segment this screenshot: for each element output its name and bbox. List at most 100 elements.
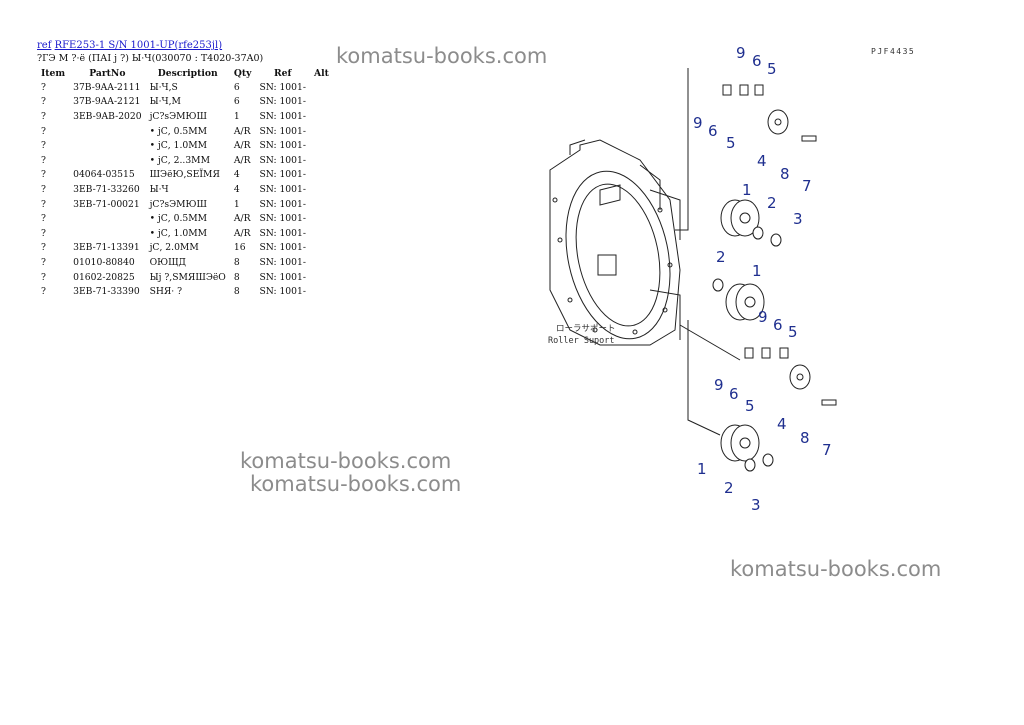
cell-item: ? xyxy=(41,242,46,254)
cell-partno xyxy=(69,138,145,153)
cell-item: ? xyxy=(41,125,46,137)
cell-alt xyxy=(310,138,333,153)
watermark: komatsu-books.com xyxy=(240,449,452,473)
header-links: ref RFE253-1 S/N 1001-UP(rfe253jl) xyxy=(37,40,222,52)
watermark: komatsu-books.com xyxy=(336,44,548,68)
cell-ref: SN: 1001- xyxy=(259,271,306,283)
callout-number: 9 xyxy=(736,44,746,62)
callout-number: 7 xyxy=(822,441,832,459)
cell-ref: SN: 1001- xyxy=(259,286,306,298)
table-row: ? 04064-03515 ШЭёЮ,SЕЇМЯ 4 SN: 1001- xyxy=(37,168,333,183)
page-subtitle: ?ГЭ М ?·ё (ПАІ ј ?) Ы·Ч(030070 : T4020-3… xyxy=(37,53,264,64)
callout-number: 9 xyxy=(714,376,724,394)
cell-ref: SN: 1001- xyxy=(259,256,306,268)
cell-partno: 01602-20825 xyxy=(73,271,135,283)
cell-partno: 04064-03515 xyxy=(73,169,135,181)
cell-description: Ы·Ч,M xyxy=(149,96,181,108)
cell-description: • јС, 0.5MM xyxy=(149,125,208,137)
cell-description: ОЮЩД xyxy=(149,256,187,268)
cell-qty: A/R xyxy=(233,125,251,137)
callout-number: 3 xyxy=(793,210,803,228)
cell-partno xyxy=(69,211,145,226)
callout-number: 4 xyxy=(757,152,767,170)
ref-link[interactable]: ref xyxy=(37,40,52,51)
watermark: komatsu-books.com xyxy=(730,557,942,581)
label-en: Roller Suport xyxy=(548,336,615,346)
diagram-code: PJF4435 xyxy=(871,47,916,56)
cell-qty: A/R xyxy=(233,140,251,152)
cell-ref: SN: 1001- xyxy=(259,227,306,239)
callout-number: 5 xyxy=(767,60,777,78)
cell-partno: 3EB-71-13391 xyxy=(73,242,140,254)
cell-qty: 6 xyxy=(233,96,240,108)
cell-alt xyxy=(310,109,333,124)
cell-qty: 4 xyxy=(233,183,240,195)
cell-ref: SN: 1001- xyxy=(259,213,306,225)
cell-item: ? xyxy=(41,198,46,210)
cell-partno xyxy=(69,153,145,168)
cell-ref: SN: 1001- xyxy=(259,198,306,210)
cell-partno: 3EB-71-33390 xyxy=(73,286,140,298)
cell-item: ? xyxy=(41,213,46,225)
cell-partno: 37B-9AA-2121 xyxy=(73,96,141,108)
cell-qty: 4 xyxy=(233,169,240,181)
label-jp: ローラサポート xyxy=(556,324,616,334)
cell-partno xyxy=(69,124,145,139)
cell-ref: SN: 1001- xyxy=(259,169,306,181)
cell-qty: 1 xyxy=(233,198,240,210)
cell-item: ? xyxy=(41,169,46,181)
cell-qty: A/R xyxy=(233,213,251,225)
cell-description: ШЭёЮ,SЕЇМЯ xyxy=(149,169,220,181)
cell-item: ? xyxy=(41,271,46,283)
cell-alt xyxy=(310,226,333,241)
cell-description: • јС, 2..3MM xyxy=(149,154,210,166)
cell-ref: SN: 1001- xyxy=(259,154,306,166)
cell-qty: 1 xyxy=(233,110,240,122)
cell-ref: SN: 1001- xyxy=(259,140,306,152)
cell-partno: 01010-80840 xyxy=(73,256,135,268)
upper-roller-assembly xyxy=(720,84,817,247)
cell-alt xyxy=(310,124,333,139)
cell-description: Ы·Ч,S xyxy=(149,81,178,93)
watermark: komatsu-books.com xyxy=(250,472,462,496)
cell-description: јС, 2.0MM xyxy=(149,242,199,254)
cell-alt xyxy=(310,241,333,256)
callout-number: 8 xyxy=(780,165,790,183)
callout-number: 7 xyxy=(802,177,812,195)
table-header-row: Item PartNo Description Qty Ref Alt xyxy=(37,66,333,80)
cell-qty: A/R xyxy=(233,154,251,166)
cell-ref: SN: 1001- xyxy=(259,110,306,122)
col-description: Description xyxy=(157,67,218,79)
cell-description: Ыј ?,SМЯШЭёО xyxy=(149,271,226,283)
callout-number: 2 xyxy=(767,194,777,212)
cell-alt xyxy=(310,182,333,197)
cell-qty: A/R xyxy=(233,227,251,239)
callout-number: 5 xyxy=(788,323,798,341)
parts-table: Item PartNo Description Qty Ref Alt ? 37B… xyxy=(37,66,333,299)
callout-number: 2 xyxy=(716,248,726,266)
callout-number: 8 xyxy=(800,429,810,447)
model-link[interactable]: RFE253-1 S/N 1001-UP(rfe253jl) xyxy=(54,40,223,51)
callout-number: 5 xyxy=(726,134,736,152)
cell-item: ? xyxy=(41,286,46,298)
cell-alt xyxy=(310,80,333,95)
col-ref: Ref xyxy=(273,67,292,79)
cell-qty: 16 xyxy=(233,242,246,254)
cell-alt xyxy=(310,284,333,299)
callout-number: 2 xyxy=(724,479,734,497)
callout-number: 1 xyxy=(742,181,752,199)
cell-ref: SN: 1001- xyxy=(259,125,306,137)
callout-number: 4 xyxy=(777,415,787,433)
cell-description: • јС, 1.0MM xyxy=(149,227,208,239)
col-alt: Alt xyxy=(313,67,329,79)
